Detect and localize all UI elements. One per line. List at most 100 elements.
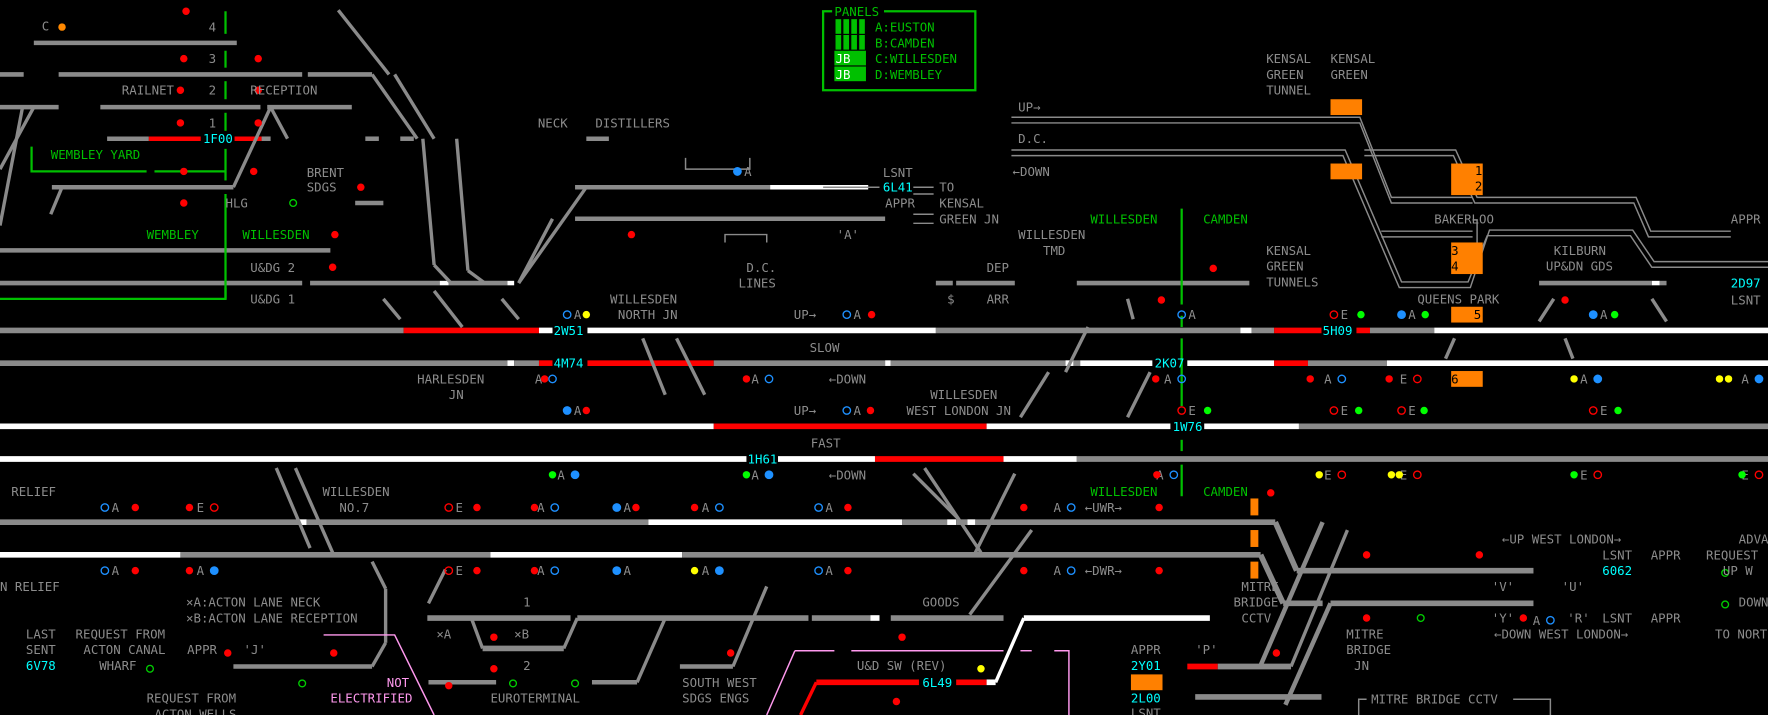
request-indicator[interactable] xyxy=(570,679,580,688)
auto-signal-marker[interactable]: A xyxy=(842,307,862,322)
auto-signal-marker[interactable]: A xyxy=(1177,307,1196,322)
track-section[interactable] xyxy=(1289,529,1349,668)
track-section[interactable] xyxy=(454,138,470,271)
auto-signal-marker[interactable]: A xyxy=(612,563,632,578)
signal-aspect[interactable] xyxy=(180,199,188,207)
signal-aspect[interactable] xyxy=(1153,471,1161,479)
e-signal-marker[interactable]: E xyxy=(444,500,463,515)
track-section[interactable] xyxy=(1443,337,1457,360)
signal-aspect[interactable] xyxy=(445,681,453,690)
signal-aspect[interactable] xyxy=(1475,551,1484,559)
signal-aspect[interactable] xyxy=(58,23,66,31)
signal-aspect[interactable] xyxy=(1362,551,1371,559)
signal-aspect[interactable] xyxy=(892,697,901,706)
track-section[interactable] xyxy=(382,297,402,321)
track-section[interactable] xyxy=(799,681,818,715)
signal-aspect[interactable] xyxy=(180,167,188,176)
signal-aspect[interactable] xyxy=(180,54,188,63)
train-id[interactable]: 1H61 xyxy=(748,452,778,467)
e-signal-marker[interactable]: E xyxy=(1329,403,1348,418)
train-id[interactable]: 2K07 xyxy=(1155,356,1185,371)
signal-aspect[interactable] xyxy=(473,566,481,575)
train-id[interactable]: 2D97 xyxy=(1731,276,1761,291)
signal-aspect[interactable] xyxy=(1570,375,1578,383)
track-section[interactable] xyxy=(393,73,436,140)
auto-signal-marker[interactable]: A xyxy=(562,307,582,322)
signal-aspect[interactable] xyxy=(473,503,481,512)
signal-aspect[interactable] xyxy=(1519,614,1528,622)
auto-signal-marker[interactable]: A xyxy=(1741,371,1764,386)
track-section[interactable] xyxy=(231,106,273,188)
track-section[interactable] xyxy=(1283,602,1333,706)
signal-aspect[interactable] xyxy=(254,119,262,127)
track-section[interactable] xyxy=(500,297,520,321)
signal-aspect[interactable] xyxy=(632,503,640,512)
signal-aspect[interactable] xyxy=(176,86,185,94)
signal-aspect[interactable] xyxy=(176,119,185,127)
signal-aspect[interactable] xyxy=(249,167,258,176)
request-indicator[interactable] xyxy=(289,198,298,208)
signal-aspect[interactable] xyxy=(1420,406,1428,415)
e-signal-marker[interactable]: E xyxy=(1400,371,1422,386)
train-id[interactable]: 2W51 xyxy=(554,323,584,338)
auto-signal-marker[interactable]: A xyxy=(814,500,833,515)
track-section[interactable] xyxy=(1258,521,1325,667)
signal-aspect[interactable] xyxy=(331,230,339,239)
panel-row[interactable]: B:CAMDEN xyxy=(835,34,935,50)
signal-aspect[interactable] xyxy=(1203,406,1212,415)
auto-signal-marker[interactable]: A xyxy=(1588,307,1608,322)
signal-aspect[interactable] xyxy=(1724,375,1733,383)
panel-row[interactable]: A:EUSTON xyxy=(835,19,935,35)
track-section[interactable] xyxy=(370,641,388,668)
auto-signal-marker[interactable]: A xyxy=(733,164,752,179)
signal-aspect[interactable] xyxy=(530,503,539,512)
signal-aspect[interactable] xyxy=(357,183,365,191)
auto-signal-marker[interactable]: A xyxy=(100,563,120,578)
signal-aspect[interactable] xyxy=(844,503,852,512)
request-indicator[interactable] xyxy=(145,664,155,673)
auto-signal-marker[interactable]: A xyxy=(1164,371,1187,386)
signal-aspect[interactable] xyxy=(867,310,876,319)
signal-aspect[interactable] xyxy=(866,406,875,415)
auto-signal-marker[interactable]: A xyxy=(537,563,560,578)
signal-aspect[interactable] xyxy=(1020,503,1028,512)
signal-aspect[interactable] xyxy=(254,86,262,94)
train-id[interactable]: 5H09 xyxy=(1323,323,1353,338)
track-section[interactable] xyxy=(968,529,1034,616)
signal-aspect[interactable] xyxy=(742,375,751,383)
track-section[interactable] xyxy=(1272,521,1300,572)
signal-aspect[interactable] xyxy=(1738,471,1746,479)
auto-signal-marker[interactable]: A xyxy=(702,500,724,515)
signal-aspect[interactable] xyxy=(582,310,591,319)
auto-signal-marker[interactable]: A xyxy=(535,371,557,386)
track-section[interactable] xyxy=(641,337,667,396)
signal-aspect[interactable] xyxy=(224,649,232,657)
track-section[interactable] xyxy=(562,617,579,650)
track-section[interactable] xyxy=(421,138,436,266)
signal-aspect[interactable] xyxy=(582,406,591,415)
signal-aspect[interactable] xyxy=(131,503,140,512)
signal-aspect[interactable] xyxy=(1306,375,1314,383)
request-indicator[interactable] xyxy=(1416,613,1425,623)
request-indicator[interactable] xyxy=(1721,568,1730,577)
auto-signal-marker[interactable]: A xyxy=(1397,307,1416,322)
e-signal-marker[interactable]: E xyxy=(197,500,219,515)
track-section[interactable] xyxy=(1018,371,1051,419)
auto-signal-marker[interactable]: A xyxy=(1533,613,1555,628)
track-section[interactable] xyxy=(1537,297,1556,323)
signal-aspect[interactable] xyxy=(1155,503,1163,512)
signal-aspect[interactable] xyxy=(1570,471,1578,479)
e-signal-marker[interactable]: E xyxy=(1400,467,1422,482)
track-section[interactable] xyxy=(1064,326,1090,373)
auto-signal-marker[interactable]: A xyxy=(557,467,580,482)
track-section[interactable] xyxy=(635,617,667,683)
track-section[interactable] xyxy=(923,467,983,554)
track-section[interactable] xyxy=(426,568,447,605)
signal-aspect[interactable] xyxy=(1385,375,1393,383)
track-section[interactable] xyxy=(1126,371,1152,419)
e-signal-marker[interactable]: E xyxy=(1580,467,1603,482)
signal-aspect[interactable] xyxy=(1272,649,1281,657)
signal-aspect[interactable] xyxy=(1421,310,1429,319)
